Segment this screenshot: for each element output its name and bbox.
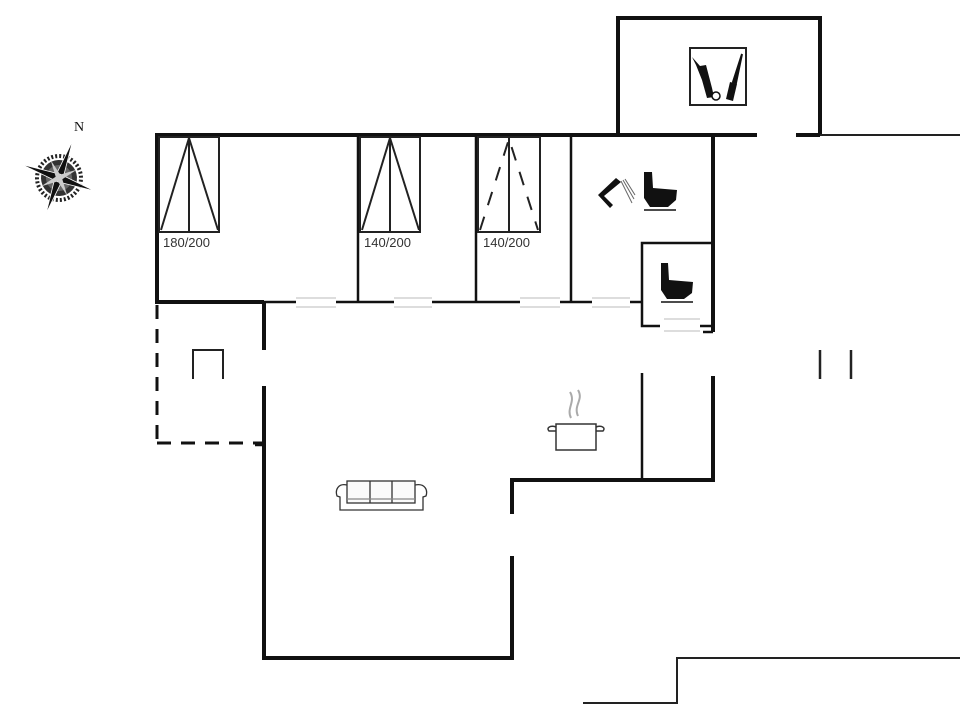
toilet-icon — [644, 172, 677, 211]
terrace-outline — [583, 134, 960, 704]
shower-icon — [598, 178, 636, 208]
utility-room-walls — [616, 16, 822, 135]
annex-dashed-wall — [155, 305, 262, 445]
interior-walls — [255, 135, 713, 480]
bed-size-label: 180/200 — [163, 235, 210, 250]
double-bed-icon — [158, 134, 220, 233]
toilet-icon — [661, 263, 693, 303]
door-openings — [296, 297, 700, 332]
compass-north-label: N — [74, 120, 85, 135]
bunk-bed-icon — [477, 135, 541, 233]
exterior-walls — [155, 133, 820, 660]
cooking-pot-icon — [547, 389, 605, 451]
compass-rose-icon — [21, 140, 95, 214]
terrace-posts — [818, 350, 853, 379]
sofa-icon — [335, 480, 428, 511]
bed-size-label: 140/200 — [364, 235, 411, 250]
cleaning-tools-icon — [689, 47, 747, 106]
double-bed-icon — [359, 134, 421, 233]
stove-hood-icon — [192, 349, 224, 379]
bed-size-label: 140/200 — [483, 235, 530, 250]
